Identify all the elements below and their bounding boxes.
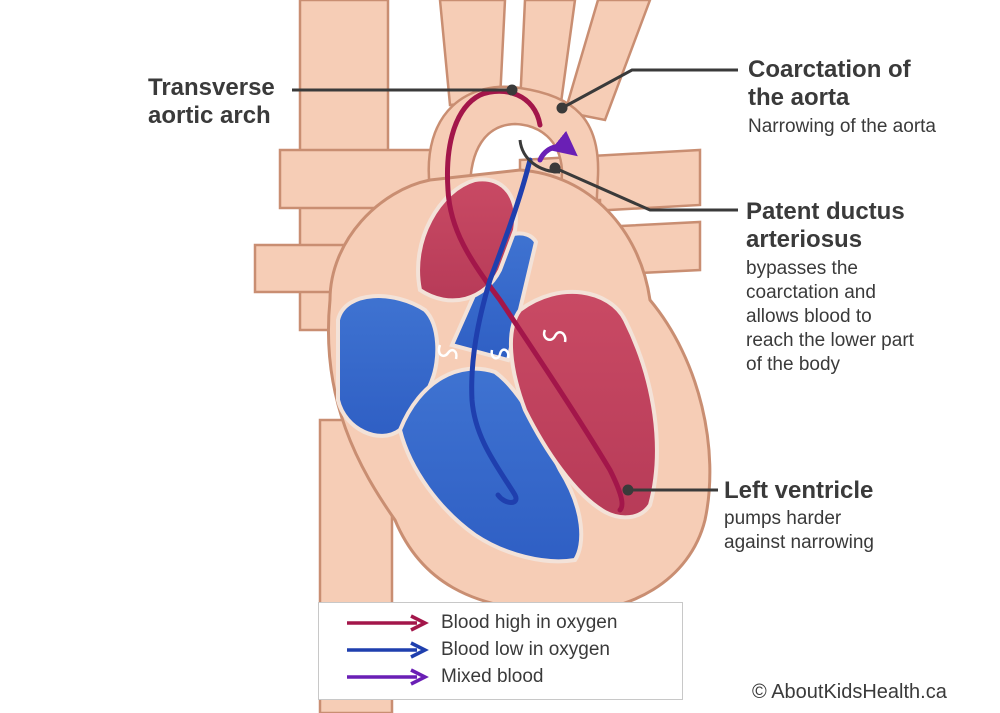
copyright-notice: © AboutKidsHealth.ca <box>752 681 947 703</box>
arrow-right-icon <box>347 668 429 686</box>
label-left-ventricle-title: Left ventricle <box>724 477 874 504</box>
legend-item-low-oxygen: Blood low in oxygen <box>319 638 682 662</box>
label-pda-desc: bypasses the coarctation and allows bloo… <box>746 258 914 375</box>
arrow-right-icon <box>347 614 429 632</box>
label-pda-title: Patent ductus arteriosus <box>746 198 905 253</box>
label-left-ventricle: Left ventricle pumps harder against narr… <box>724 477 994 555</box>
left-ventricle <box>509 289 659 520</box>
legend-item-high-oxygen: Blood high in oxygen <box>319 611 682 635</box>
legend-label-mixed: Mixed blood <box>441 666 544 687</box>
arrow-right-icon <box>347 641 429 659</box>
label-left-ventricle-desc: pumps harder against narrowing <box>724 508 874 553</box>
right-atrium <box>336 294 440 438</box>
label-coarctation-desc: Narrowing of the aorta <box>748 116 936 137</box>
leader-pda <box>554 166 738 212</box>
legend-label-high-oxygen: Blood high in oxygen <box>441 612 618 633</box>
label-coarctation-title: Coarctation of the aorta <box>748 56 911 111</box>
aortic-arch <box>427 85 600 237</box>
deoxygenated-flow-path <box>469 157 533 505</box>
leader-lines <box>292 68 738 496</box>
heart-valves <box>437 329 567 360</box>
leader-coarctation <box>561 68 738 110</box>
label-pda: Patent ductus arteriosus bypasses the co… <box>746 198 996 377</box>
legend-label-low-oxygen: Blood low in oxygen <box>441 639 610 660</box>
left-subclavian-artery <box>563 0 652 122</box>
oxygenated-flow-path <box>445 88 625 513</box>
legend-item-mixed: Mixed blood <box>319 665 682 689</box>
blood-flow-paths <box>445 88 625 513</box>
right-ventricle <box>397 366 584 564</box>
label-coarctation: Coarctation of the aorta Narrowing of th… <box>748 56 998 139</box>
legend: Blood high in oxygen Blood low in oxygen… <box>318 602 683 700</box>
label-transverse-arch: Transverse aortic arch <box>148 74 298 130</box>
label-transverse-arch-title: Transverse aortic arch <box>148 74 275 129</box>
mixed-flow-path <box>537 130 578 163</box>
